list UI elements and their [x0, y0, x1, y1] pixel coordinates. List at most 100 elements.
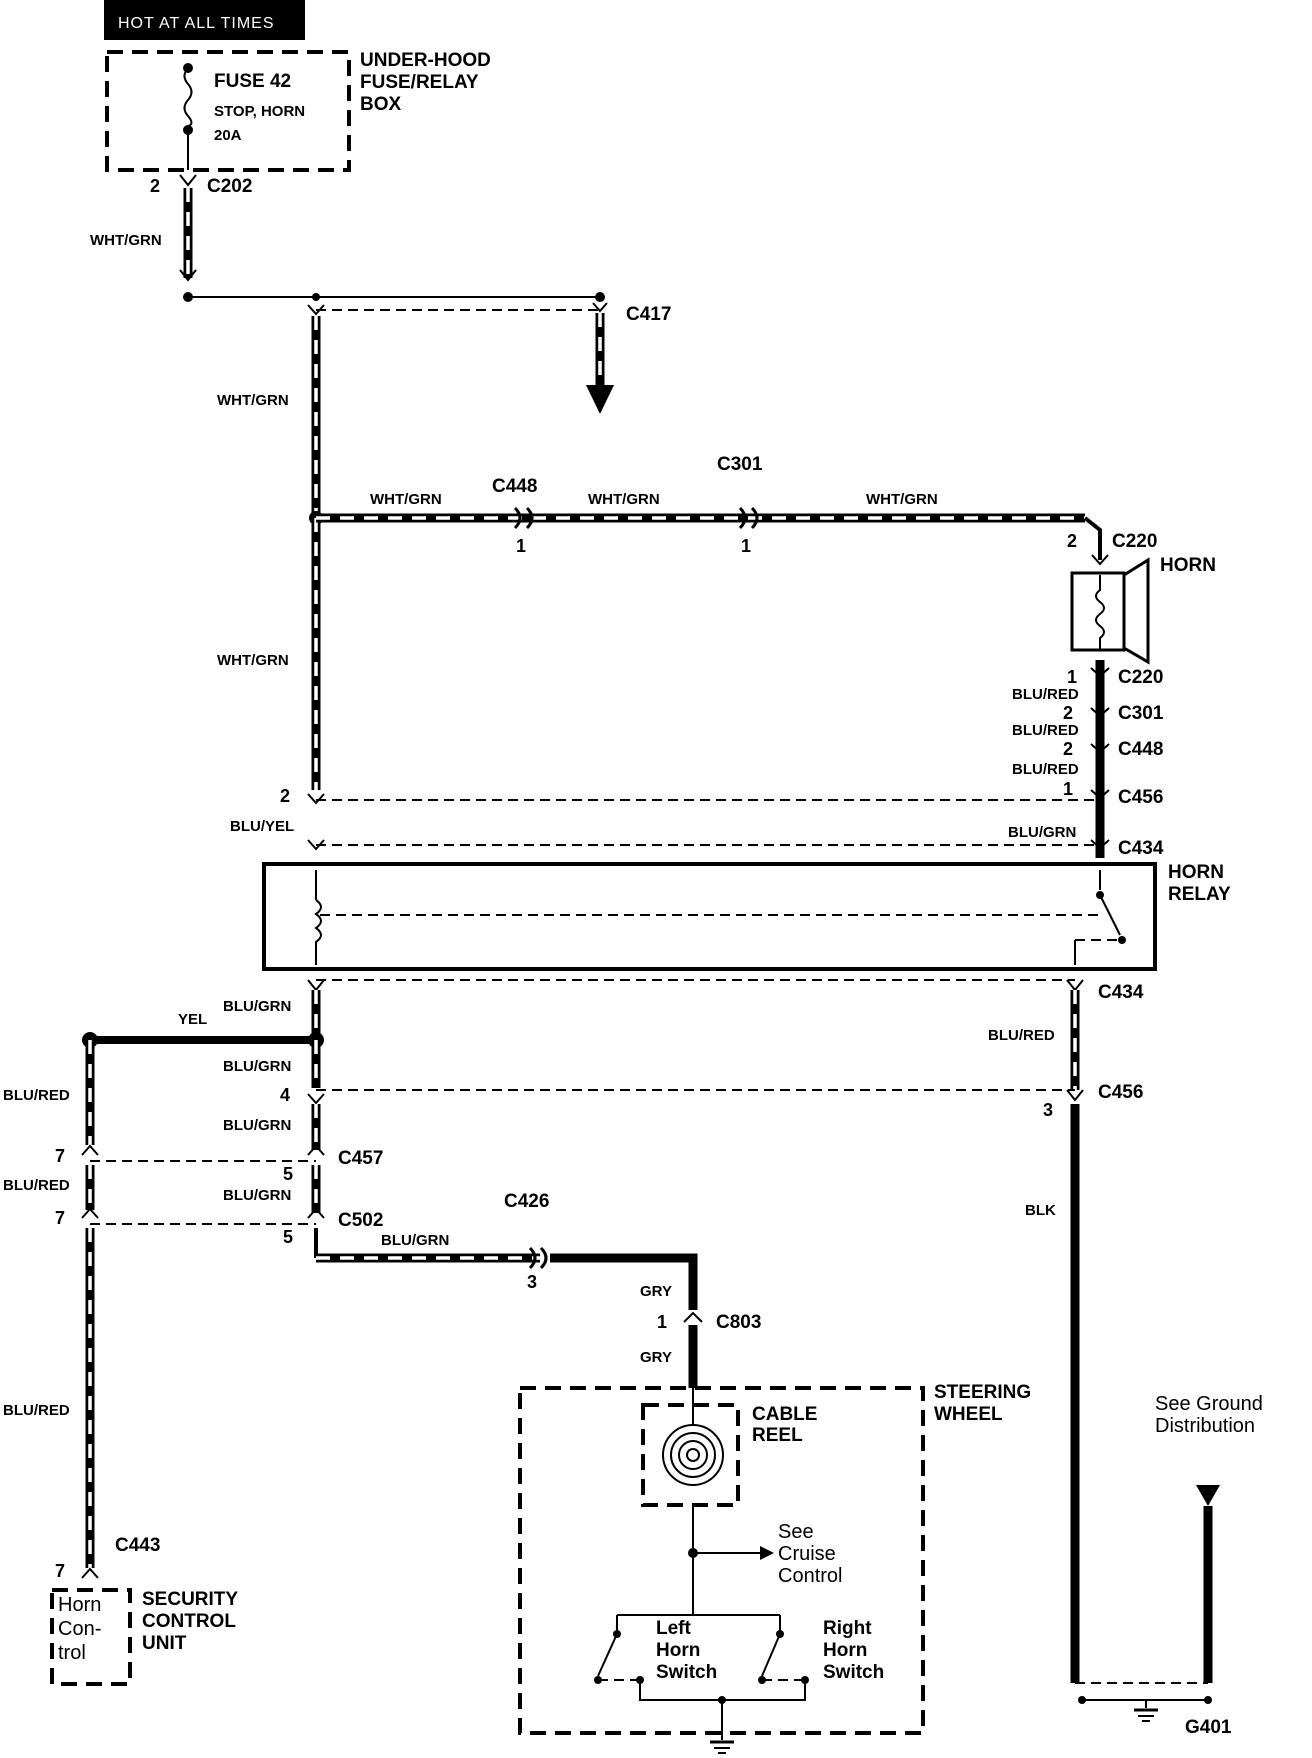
wire-label-wht-grn-6: WHT/GRN — [866, 491, 938, 508]
fuse-box-label-3: BOX — [360, 94, 402, 115]
wire-label-wht-grn-5: WHT/GRN — [588, 491, 660, 508]
horn-control-label-3: trol — [58, 1642, 86, 1664]
security-unit-label-3: UNIT — [142, 1633, 187, 1654]
connector-c448-right: C448 — [1118, 739, 1163, 760]
cable-reel-label-2: REEL — [752, 1425, 803, 1446]
hot-at-all-times-banner — [104, 0, 305, 40]
connector-c301-right: C301 — [1118, 703, 1164, 724]
left-switch-label-3: Switch — [656, 1662, 717, 1683]
pin-c301-2: 2 — [1063, 703, 1073, 723]
g401-ground-icon — [1134, 1708, 1158, 1722]
wire-label-blu-red-right: BLU/RED — [988, 1027, 1055, 1044]
security-control-unit-box — [50, 1588, 132, 1686]
connector-c457: C457 — [338, 1148, 383, 1169]
wire-label-wht-grn-4: WHT/GRN — [370, 491, 442, 508]
wire-label-blu-grn-5: BLU/GRN — [381, 1232, 449, 1249]
wire-label-blu-grn-4: BLU/GRN — [223, 1187, 291, 1204]
connector-c426: C426 — [504, 1191, 549, 1212]
horn-relay-contact — [1074, 870, 1126, 965]
see-cruise-label-1: See — [778, 1521, 814, 1543]
pin-c443-7: 7 — [55, 1561, 65, 1581]
c301-inline-connector — [738, 506, 759, 530]
hot-at-all-times-label: HOT AT ALL TIMES — [118, 15, 275, 32]
right-switch-label-3: Switch — [823, 1662, 884, 1683]
pin-left-4: 4 — [280, 1085, 290, 1105]
pin-c301-1: 1 — [741, 536, 751, 556]
steering-wheel-label-2: WHEEL — [934, 1404, 1003, 1425]
pin-c457-5: 5 — [283, 1164, 293, 1184]
connector-c443: C443 — [115, 1535, 160, 1556]
wire-label-blu-grn-right: BLU/GRN — [1008, 824, 1076, 841]
wire-label-blu-red-left-2: BLU/RED — [3, 1177, 70, 1194]
under-hood-fuse-relay-box — [105, 50, 351, 172]
wire-label-blu-grn-1: BLU/GRN — [223, 998, 291, 1015]
right-horn-switch-symbol — [758, 1615, 809, 1684]
fuse-42-symbol — [183, 63, 193, 170]
wire-label-blu-red-left-1: BLU/RED — [3, 1087, 70, 1104]
c417-connector-mark — [592, 302, 608, 313]
left-switch-label-2: Horn — [656, 1640, 700, 1661]
pin-c502-7: 7 — [55, 1208, 65, 1228]
pin-c202: 2 — [150, 176, 160, 196]
wire-label-gry-1: GRY — [640, 1283, 672, 1300]
pin-left-2: 2 — [280, 786, 290, 806]
pin-c456-1: 1 — [1063, 779, 1073, 799]
horn-relay-box — [262, 862, 1157, 971]
connector-c803: C803 — [716, 1312, 761, 1333]
fuse-rating: 20A — [214, 127, 242, 144]
pin-c448-2: 2 — [1063, 739, 1073, 759]
wire-label-wht-grn-2: WHT/GRN — [217, 392, 289, 409]
ground-g401-label: G401 — [1185, 1717, 1232, 1738]
horn-relay-label-2: RELAY — [1168, 884, 1231, 905]
fuse-box-label-2: FUSE/RELAY — [360, 72, 479, 93]
connector-c202: C202 — [207, 176, 252, 197]
connector-c502: C502 — [338, 1210, 383, 1231]
horn-relay-coil — [314, 870, 322, 965]
connector-c456-upper: C456 — [1118, 787, 1163, 808]
connector-c417: C417 — [626, 304, 671, 325]
c448-inline-connector — [513, 506, 534, 530]
wire-label-blu-grn-3: BLU/GRN — [223, 1117, 291, 1134]
see-cruise-label-3: Control — [778, 1565, 842, 1587]
cable-reel-box — [641, 1403, 740, 1507]
connector-c434-lower: C434 — [1098, 982, 1144, 1003]
pin-c220-1: 1 — [1067, 667, 1077, 687]
security-unit-label-2: CONTROL — [142, 1611, 236, 1632]
wire-label-blu-red-left-3: BLU/RED — [3, 1402, 70, 1419]
steering-ground-icon — [710, 1740, 734, 1754]
wire-label-blu-red-1: BLU/RED — [1012, 686, 1079, 703]
see-ground-label-2: Distribution — [1155, 1415, 1255, 1437]
steering-wheel-box — [518, 1386, 925, 1735]
left-switch-label-1: Left — [656, 1618, 692, 1639]
left-horn-switch-symbol — [594, 1615, 644, 1684]
horn-relay-label-1: HORN — [1168, 862, 1224, 883]
c426-inline-connector — [528, 1246, 548, 1270]
horn-symbol — [1070, 557, 1150, 665]
wire-label-gry-2: GRY — [640, 1349, 672, 1366]
see-cruise-arrow — [760, 1546, 774, 1560]
connector-c220-bottom: C220 — [1118, 667, 1163, 688]
security-unit-label-1: SECURITY — [142, 1589, 238, 1610]
c202-connector-mark — [179, 174, 197, 187]
cable-reel-symbol — [662, 1424, 724, 1486]
pin-c457-7: 7 — [55, 1146, 65, 1166]
steering-wheel-label-1: STEERING — [934, 1382, 1031, 1403]
connector-c301-top: C301 — [717, 454, 763, 475]
ground-distribution-arrow — [1196, 1485, 1220, 1506]
cable-reel-label-1: CABLE — [752, 1404, 817, 1425]
horn-control-label-1: Horn — [58, 1594, 101, 1616]
wire-label-blu-red-3: BLU/RED — [1012, 761, 1079, 778]
see-ground-label-1: See Ground — [1155, 1393, 1263, 1415]
wire-label-blu-grn-2: BLU/GRN — [223, 1058, 291, 1075]
see-cruise-label-2: Cruise — [778, 1543, 836, 1565]
wire-label-blu-yel: BLU/YEL — [230, 818, 294, 835]
connector-c456-lower: C456 — [1098, 1082, 1143, 1103]
fuse-box-label-1: UNDER-HOOD — [360, 50, 491, 71]
horn-label: HORN — [1160, 555, 1216, 576]
pin-c456-3: 3 — [1043, 1100, 1053, 1120]
wire-label-blk: BLK — [1025, 1202, 1056, 1219]
c417-continuation-arrow — [586, 385, 614, 414]
fuse-description: STOP, HORN — [214, 103, 305, 120]
connector-c448-top: C448 — [492, 476, 537, 497]
